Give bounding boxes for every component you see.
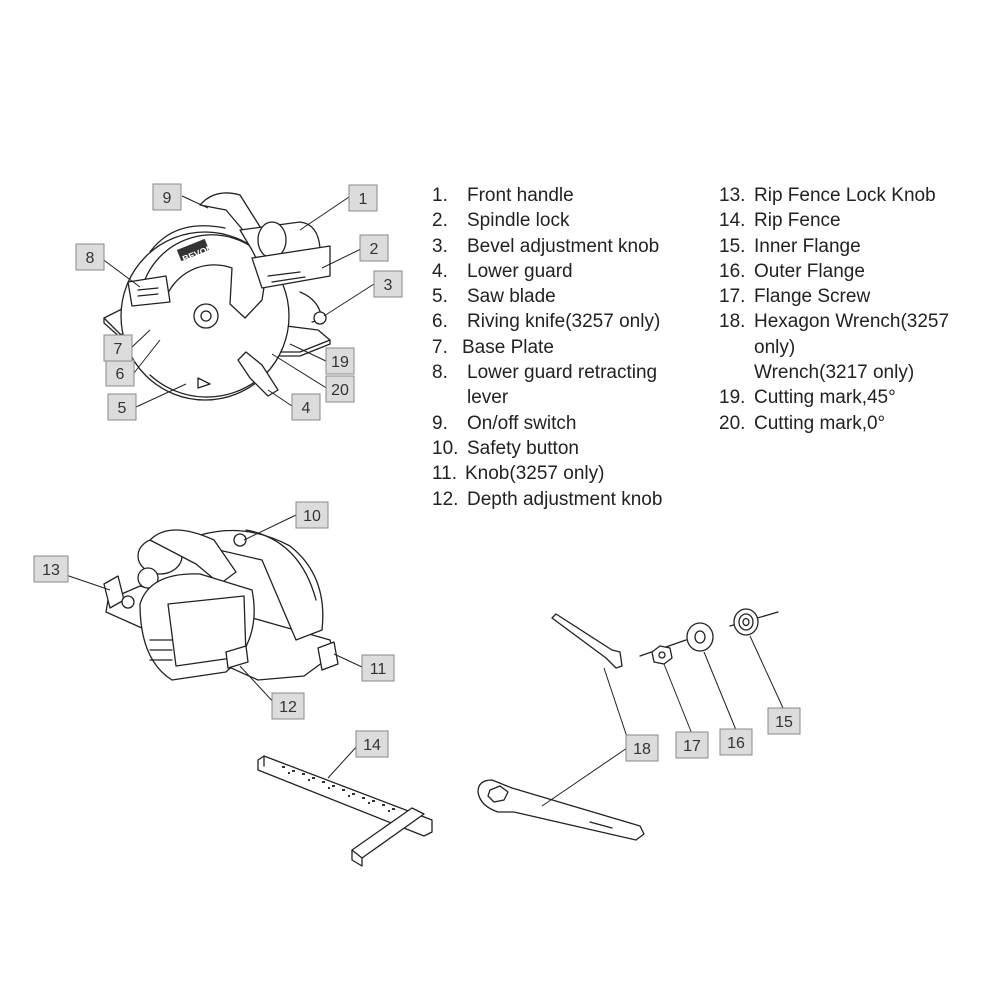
svg-text:19: 19 bbox=[331, 354, 349, 371]
legend-item-20: 20.Cutting mark,0° bbox=[719, 412, 886, 434]
svg-text:9: 9 bbox=[163, 190, 172, 207]
legend-item-13: 13.Rip Fence Lock Knob bbox=[719, 185, 936, 206]
callout-19: 19 bbox=[325, 347, 355, 375]
svg-text:1: 1 bbox=[359, 191, 368, 208]
callout-15: 15 bbox=[767, 707, 801, 735]
legend-item-7: 7.Base Plate bbox=[432, 336, 554, 358]
circular-saw-side-view: BEVON bbox=[103, 192, 331, 401]
legend-item-2: 2.Spindle lock bbox=[432, 210, 570, 232]
callout-3: 3 bbox=[373, 270, 403, 298]
callout-18: 18 bbox=[625, 734, 659, 762]
legend-item-18-cont2: Wrench(3217 only) bbox=[754, 362, 915, 384]
legend-item-12: 12.Depth adjustment knob bbox=[432, 488, 663, 510]
callout-6: 6 bbox=[105, 359, 135, 387]
legend-item-11: 11.Knob(3257 only) bbox=[432, 463, 605, 485]
legend-item-18-cont: only) bbox=[754, 336, 796, 358]
callout-7: 7 bbox=[103, 334, 133, 362]
flange-parts bbox=[639, 608, 779, 665]
svg-text:12: 12 bbox=[279, 699, 297, 716]
legend-item-19: 19.Cutting mark,45° bbox=[719, 387, 896, 409]
callout-16: 16 bbox=[719, 728, 753, 756]
legend-item-14: 14.Rip Fence bbox=[719, 210, 841, 232]
svg-text:15: 15 bbox=[775, 714, 793, 731]
svg-text:17: 17 bbox=[683, 738, 701, 755]
svg-text:6: 6 bbox=[116, 366, 125, 383]
legend-item-8: 8.Lower guard retracting bbox=[432, 362, 658, 384]
legend-item-1: 1.Front handle bbox=[432, 185, 574, 206]
callout-10: 10 bbox=[295, 501, 329, 529]
svg-text:8: 8 bbox=[86, 250, 95, 267]
callout-17: 17 bbox=[675, 731, 709, 759]
legend-item-10: 10.Safety button bbox=[432, 437, 579, 459]
svg-text:11: 11 bbox=[370, 661, 387, 678]
legend-item-15: 15.Inner Flange bbox=[719, 235, 861, 257]
svg-text:4: 4 bbox=[302, 400, 311, 417]
parts-legend-left: 1.Front handle 2.Spindle lock 3.Bevel ad… bbox=[432, 183, 662, 512]
svg-text:13: 13 bbox=[42, 562, 60, 579]
legend-item-9: 9.On/off switch bbox=[432, 412, 577, 434]
svg-text:14: 14 bbox=[363, 737, 381, 754]
legend-item-5: 5.Saw blade bbox=[432, 286, 556, 308]
legend-item-16: 16.Outer Flange bbox=[719, 260, 865, 282]
leader-lines-top bbox=[100, 195, 375, 408]
svg-text:20: 20 bbox=[331, 382, 349, 399]
callout-12: 12 bbox=[271, 692, 305, 720]
leader-lines-flanges bbox=[663, 635, 784, 735]
svg-text:7: 7 bbox=[114, 341, 123, 358]
spanner-wrench bbox=[477, 779, 645, 841]
rip-fence bbox=[257, 755, 433, 867]
svg-text:2: 2 bbox=[370, 241, 379, 258]
svg-text:3: 3 bbox=[384, 277, 393, 294]
callout-14: 14 bbox=[355, 730, 389, 758]
legend-item-3: 3.Bevel adjustment knob bbox=[432, 235, 660, 257]
circular-saw-motor-side-view bbox=[103, 529, 339, 681]
callout-1: 1 bbox=[348, 184, 378, 212]
legend-item-8-cont: lever bbox=[467, 387, 509, 409]
hexagon-wrench bbox=[551, 613, 623, 669]
legend-item-6: 6.Riving knife(3257 only) bbox=[432, 311, 661, 333]
callout-8: 8 bbox=[75, 243, 105, 271]
svg-text:5: 5 bbox=[118, 400, 127, 417]
callout-4: 4 bbox=[291, 393, 321, 421]
callout-9: 9 bbox=[152, 183, 182, 211]
callout-11: 11 bbox=[361, 654, 395, 682]
callout-5: 5 bbox=[107, 393, 137, 421]
legend-item-4: 4.Lower guard bbox=[432, 260, 573, 282]
svg-text:18: 18 bbox=[633, 741, 651, 758]
parts-legend-right: 13.Rip Fence Lock Knob 14.Rip Fence 15.I… bbox=[719, 183, 949, 436]
callout-13: 13 bbox=[33, 555, 69, 583]
svg-text:16: 16 bbox=[727, 735, 745, 752]
leader-lines-bottom-left bbox=[65, 514, 363, 706]
legend-item-17: 17.Flange Screw bbox=[719, 286, 871, 308]
leader-lines-wrench bbox=[541, 667, 631, 807]
callout-20: 20 bbox=[325, 375, 355, 403]
svg-text:10: 10 bbox=[303, 508, 321, 525]
callout-2: 2 bbox=[359, 234, 389, 262]
legend-item-18: 18.Hexagon Wrench(3257 bbox=[719, 311, 950, 333]
